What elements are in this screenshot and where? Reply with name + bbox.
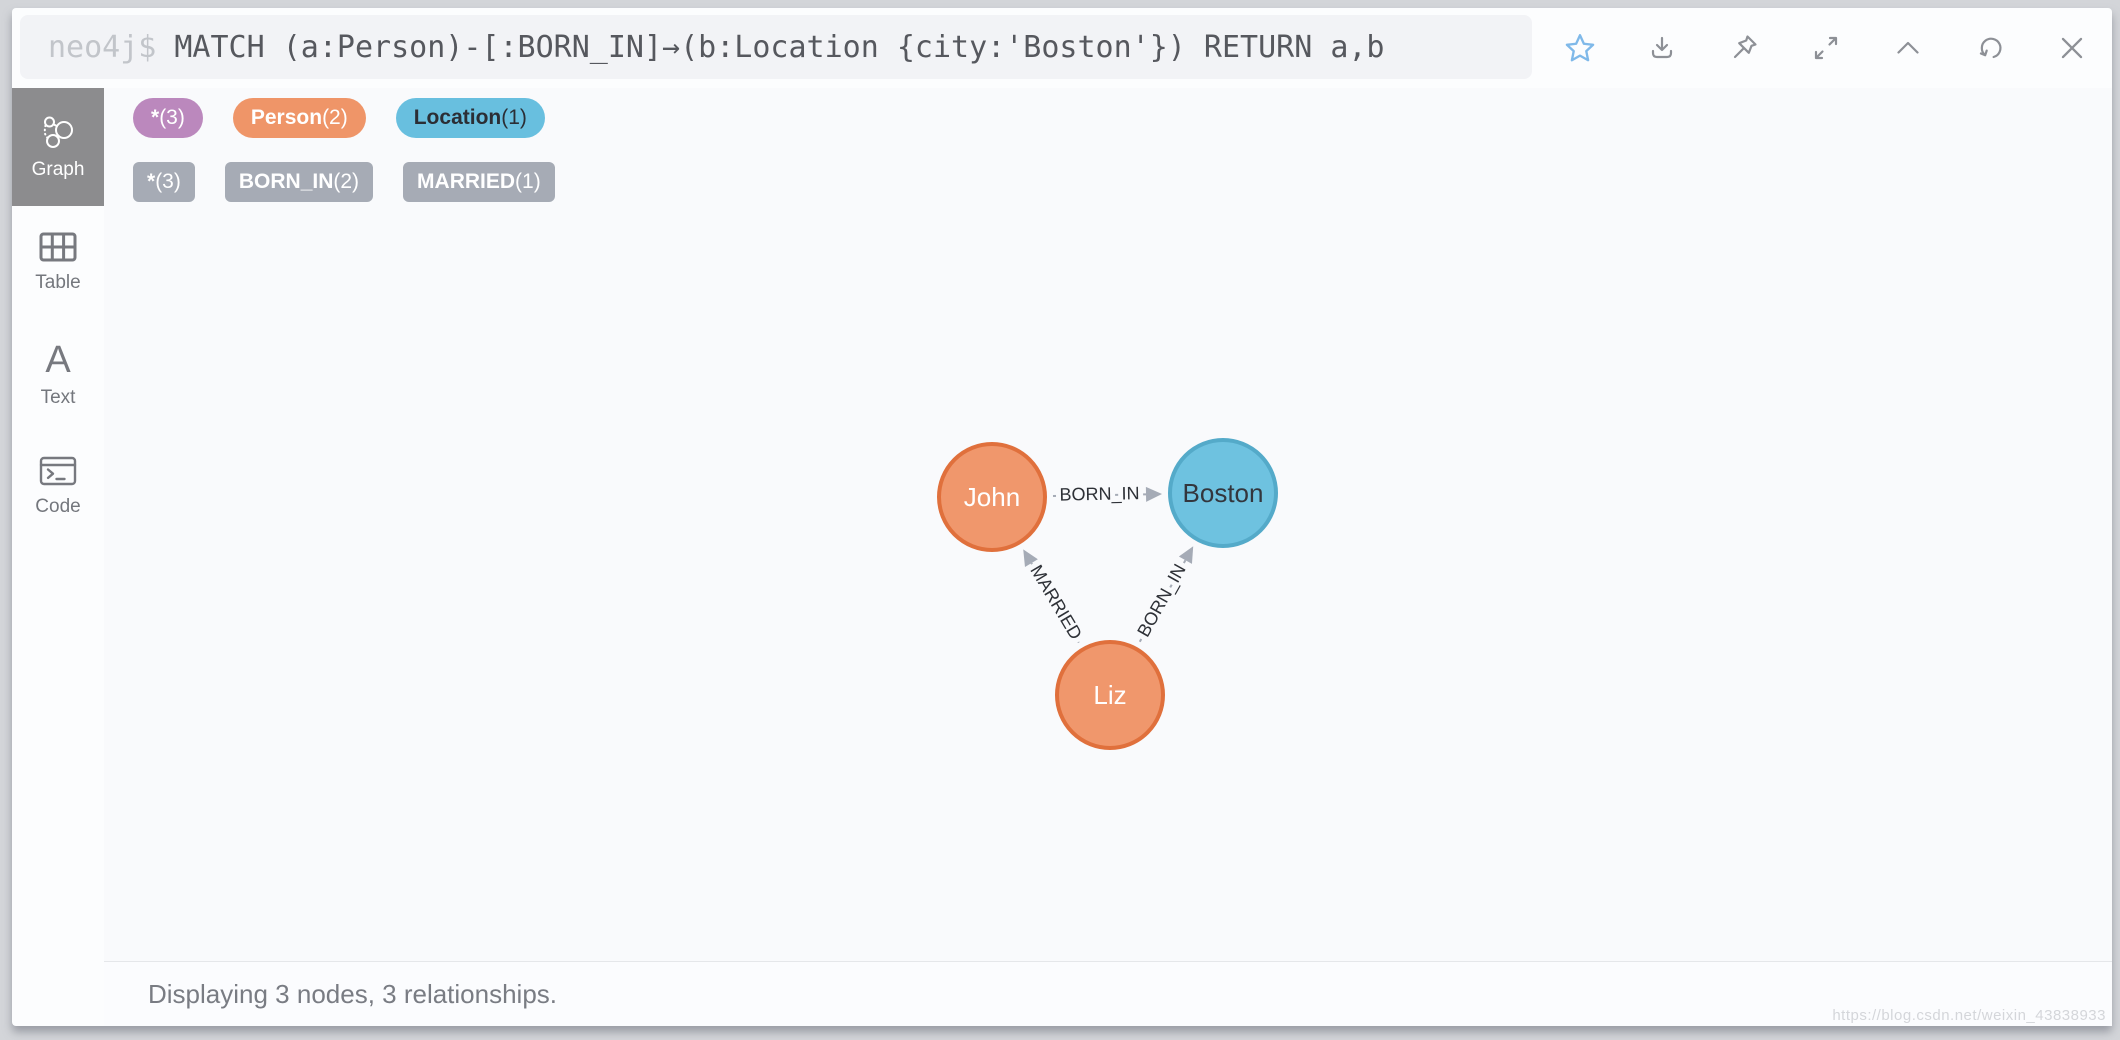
edge-label: BORN_IN xyxy=(1059,483,1139,505)
tab-code-label: Code xyxy=(35,495,81,517)
result-legend: *(3) Person(2) Location(1) *(3) BORN_IN(… xyxy=(133,98,555,226)
edge-label: MARRIED xyxy=(1026,561,1086,643)
graph-node[interactable]: Boston xyxy=(1168,438,1278,548)
graph-view-icon xyxy=(43,116,73,148)
graph-node[interactable]: Liz xyxy=(1055,640,1165,750)
tab-table[interactable]: Table xyxy=(12,206,104,318)
view-switcher-sidebar: Graph Table A Text Code xyxy=(12,88,104,1026)
download-button[interactable] xyxy=(1621,8,1703,88)
tab-text[interactable]: A Text xyxy=(12,318,104,430)
frame-header: neo4j$ MATCH (a:Person)-[:BORN_IN]→(b:Loc… xyxy=(12,8,2112,88)
frame-action-bar xyxy=(1539,8,2113,88)
graph-canvas[interactable]: *(3) Person(2) Location(1) *(3) BORN_IN(… xyxy=(104,88,2112,962)
result-summary: Displaying 3 nodes, 3 relationships. xyxy=(148,978,558,1009)
result-frame: neo4j$ MATCH (a:Person)-[:BORN_IN]→(b:Loc… xyxy=(12,8,2112,1026)
fullscreen-button[interactable] xyxy=(1785,8,1867,88)
chevron-up-icon xyxy=(1897,41,1919,54)
tab-table-label: Table xyxy=(35,271,81,293)
graph-edge[interactable]: BORN_IN xyxy=(1128,546,1196,646)
expand-icon xyxy=(1814,36,1838,60)
close-icon xyxy=(2061,37,2083,59)
rerun-icon xyxy=(1979,37,2002,59)
tab-text-label: Text xyxy=(40,386,76,408)
edge-arrowhead xyxy=(1178,546,1194,564)
badge-node-label-any[interactable]: *(3) xyxy=(133,98,203,138)
svg-text:A: A xyxy=(45,340,71,378)
node-label-badges: *(3) Person(2) Location(1) xyxy=(133,98,555,138)
pin-icon xyxy=(1733,35,1757,59)
cypher-query-editor[interactable]: neo4j$ MATCH (a:Person)-[:BORN_IN]→(b:Loc… xyxy=(20,15,1532,79)
csdn-watermark: https://blog.csdn.net/weixin_43838933 xyxy=(1832,1007,2106,1024)
table-view-icon xyxy=(39,232,77,261)
cypher-query-text: MATCH (a:Person)-[:BORN_IN]→(b:Location … xyxy=(174,29,1385,65)
pin-button[interactable] xyxy=(1703,8,1785,88)
code-view-icon xyxy=(39,456,77,485)
edge-arrowhead xyxy=(1023,549,1038,567)
tab-code[interactable]: Code xyxy=(12,430,104,542)
text-view-icon: A xyxy=(45,340,71,378)
edge-label: BORN_IN xyxy=(1133,561,1190,641)
tab-graph-label: Graph xyxy=(31,158,85,180)
favorite-star-button[interactable] xyxy=(1539,8,1621,88)
relationship-type-badges: *(3) BORN_IN(2) MARRIED(1) xyxy=(133,162,555,202)
close-frame-button[interactable] xyxy=(2031,8,2113,88)
collapse-button[interactable] xyxy=(1867,8,1949,88)
result-status-bar: Displaying 3 nodes, 3 relationships. xyxy=(104,961,2112,1026)
badge-node-label-person[interactable]: Person(2) xyxy=(232,98,366,138)
edge-arrowhead xyxy=(1145,486,1163,502)
badge-rel-born-in[interactable]: BORN_IN(2) xyxy=(224,162,374,202)
badge-rel-any[interactable]: *(3) xyxy=(133,162,195,202)
graph-edges-layer: BORN_IN MARRIED BORN_IN xyxy=(1021,478,1196,648)
graph-edge[interactable]: MARRIED xyxy=(1021,549,1091,648)
badge-rel-married[interactable]: MARRIED(1) xyxy=(403,162,555,202)
rerun-button[interactable] xyxy=(1949,8,2031,88)
neo4j-prompt: neo4j$ xyxy=(48,29,157,65)
star-icon xyxy=(1565,34,1595,62)
download-icon xyxy=(1651,36,1673,59)
graph-node[interactable]: John xyxy=(937,442,1047,552)
graph-edge[interactable]: BORN_IN xyxy=(1052,478,1163,511)
tab-graph[interactable]: Graph xyxy=(12,88,104,206)
badge-node-label-location[interactable]: Location(1) xyxy=(395,98,545,138)
